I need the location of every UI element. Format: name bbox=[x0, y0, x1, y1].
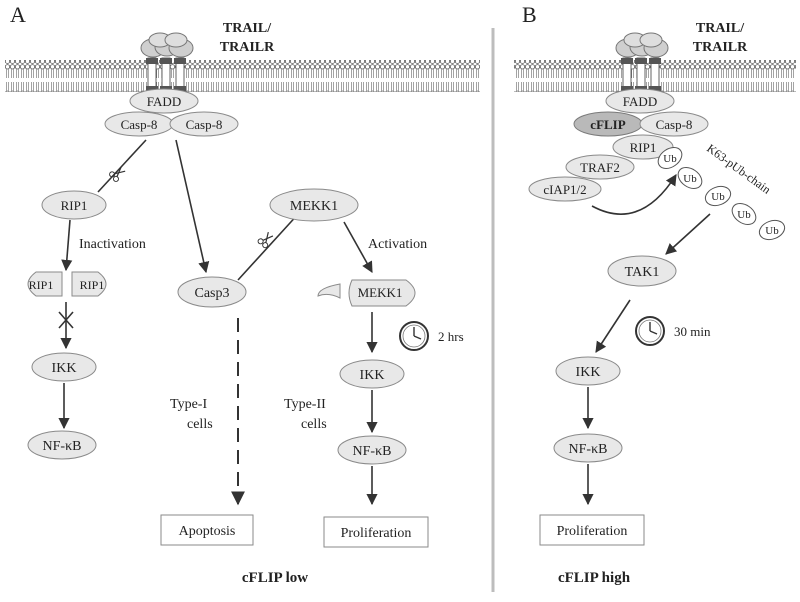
ub-label: Ub bbox=[663, 153, 677, 165]
traf2-node bbox=[565, 154, 635, 180]
receptor-label-a1: TRAIL/ bbox=[223, 21, 272, 36]
casp8-left-label: Casp-8 bbox=[121, 117, 158, 132]
ikk-node-a1 bbox=[31, 352, 97, 382]
rip1-label-a: RIP1 bbox=[61, 198, 88, 213]
arrow-rip1-inactivation bbox=[61, 219, 73, 272]
mekk1-node bbox=[269, 188, 359, 222]
type1-label-1: Type-I bbox=[170, 397, 207, 412]
mekk1-cleaved-node bbox=[348, 279, 416, 307]
cflip-label: cFLIP bbox=[590, 117, 625, 132]
trail-receptor bbox=[140, 32, 194, 95]
scissors-icon bbox=[257, 231, 274, 249]
panel-b: B TRAIL/ TRAILR FADD cFLIP Casp-8 RIP1 bbox=[514, 2, 796, 586]
casp8-right-node bbox=[169, 111, 239, 137]
ub-node bbox=[677, 167, 703, 189]
type1-label-2: cells bbox=[187, 417, 213, 432]
tak1-node bbox=[607, 255, 677, 287]
cell-membrane bbox=[5, 60, 480, 92]
rip1-fragment-left bbox=[27, 271, 63, 297]
ub-label: Ub bbox=[737, 209, 751, 221]
nfkb-node-b bbox=[553, 433, 623, 463]
arrow-ub-tak1 bbox=[665, 213, 711, 255]
trail-receptor-b bbox=[615, 32, 669, 95]
receptor-label-a2: TRAILR bbox=[220, 40, 275, 55]
arrow-casp3-mekk1 bbox=[237, 211, 301, 281]
casp8-right-label: Casp-8 bbox=[186, 117, 223, 132]
ub-label: Ub bbox=[683, 173, 697, 185]
ub-label: Ub bbox=[711, 191, 725, 203]
rip1-node-b bbox=[612, 134, 674, 160]
arrow-tak1-ikk bbox=[595, 299, 631, 353]
mekk1-label: MEKK1 bbox=[290, 199, 338, 214]
time-label-a: 2 hrs bbox=[438, 329, 464, 344]
arrow-casp8-rip1 bbox=[97, 139, 147, 193]
time-label-b: 30 min bbox=[674, 324, 711, 339]
scissors-icon bbox=[109, 166, 126, 182]
apoptosis-label: Apoptosis bbox=[179, 524, 236, 539]
ciap-label: cIAP1/2 bbox=[543, 182, 586, 197]
ikk-node-a2 bbox=[339, 359, 405, 389]
panel-b-letter: B bbox=[522, 2, 537, 27]
panel-a: A TRAIL/ TRAILR FADD Casp-8 Casp-8 bbox=[5, 2, 480, 586]
ub-node bbox=[704, 185, 732, 207]
ub-label: Ub bbox=[765, 225, 779, 237]
rip1-frag-left-label: RIP1 bbox=[29, 278, 54, 292]
casp3-node bbox=[177, 276, 247, 308]
proliferation-box-b bbox=[539, 514, 645, 546]
arrow-casp8-casp3 bbox=[175, 139, 210, 274]
casp3-label: Casp3 bbox=[195, 286, 230, 301]
ikk-label-a1: IKK bbox=[52, 361, 77, 376]
ciap-node bbox=[528, 176, 602, 202]
fadd-node-a bbox=[129, 88, 199, 114]
activation-label: Activation bbox=[368, 237, 427, 252]
mekk1-fragment bbox=[317, 283, 341, 299]
clock-icon bbox=[399, 321, 429, 351]
type2-label-2: cells bbox=[301, 417, 327, 432]
casp8-node-b bbox=[639, 111, 709, 137]
receptor-label-b1: TRAIL/ bbox=[696, 21, 745, 36]
tak1-label: TAK1 bbox=[625, 265, 660, 280]
traf2-label: TRAF2 bbox=[580, 160, 620, 175]
nfkb-node-a2 bbox=[337, 435, 407, 465]
rip1-node-a bbox=[41, 190, 107, 220]
casp8-label-b: Casp-8 bbox=[656, 117, 693, 132]
proliferation-box-a bbox=[323, 516, 429, 548]
arrow-mekk1-activation bbox=[343, 221, 373, 273]
panel-a-letter: A bbox=[10, 2, 26, 27]
nfkb-label-b: NF-κB bbox=[569, 442, 608, 457]
fadd-label-b: FADD bbox=[623, 94, 657, 109]
nfkb-label-a1: NF-κB bbox=[43, 439, 82, 454]
mekk1-cleaved-label: MEKK1 bbox=[358, 285, 403, 300]
ikk-node-b bbox=[555, 356, 621, 386]
rip1-label-b: RIP1 bbox=[630, 140, 657, 155]
type2-label-1: Type-II bbox=[284, 397, 326, 412]
block-cross bbox=[58, 311, 74, 329]
ub-node bbox=[657, 147, 683, 169]
rip1-frag-right-label: RIP1 bbox=[80, 278, 105, 292]
inactivation-label: Inactivation bbox=[79, 237, 146, 252]
apoptosis-box bbox=[160, 514, 254, 546]
proliferation-label-b: Proliferation bbox=[557, 524, 628, 539]
footer-b: cFLIP high bbox=[558, 570, 631, 586]
fadd-label-a: FADD bbox=[147, 94, 181, 109]
ubiquitination-arrow bbox=[591, 174, 677, 215]
rip1-fragment-right bbox=[71, 271, 107, 297]
fadd-node-b bbox=[605, 88, 675, 114]
ikk-label-b: IKK bbox=[576, 365, 601, 380]
ikk-label-a2: IKK bbox=[360, 368, 385, 383]
clock-icon bbox=[635, 316, 665, 346]
nfkb-node-a1 bbox=[27, 430, 97, 460]
footer-a: cFLIP low bbox=[242, 570, 308, 586]
nfkb-label-a2: NF-κB bbox=[353, 444, 392, 459]
ub-node bbox=[731, 203, 757, 225]
ub-chain: Ub Ub Ub Ub Ub bbox=[657, 147, 786, 241]
receptor-label-b2: TRAILR bbox=[693, 40, 748, 55]
ub-node bbox=[758, 219, 786, 241]
proliferation-label-a: Proliferation bbox=[341, 526, 412, 541]
